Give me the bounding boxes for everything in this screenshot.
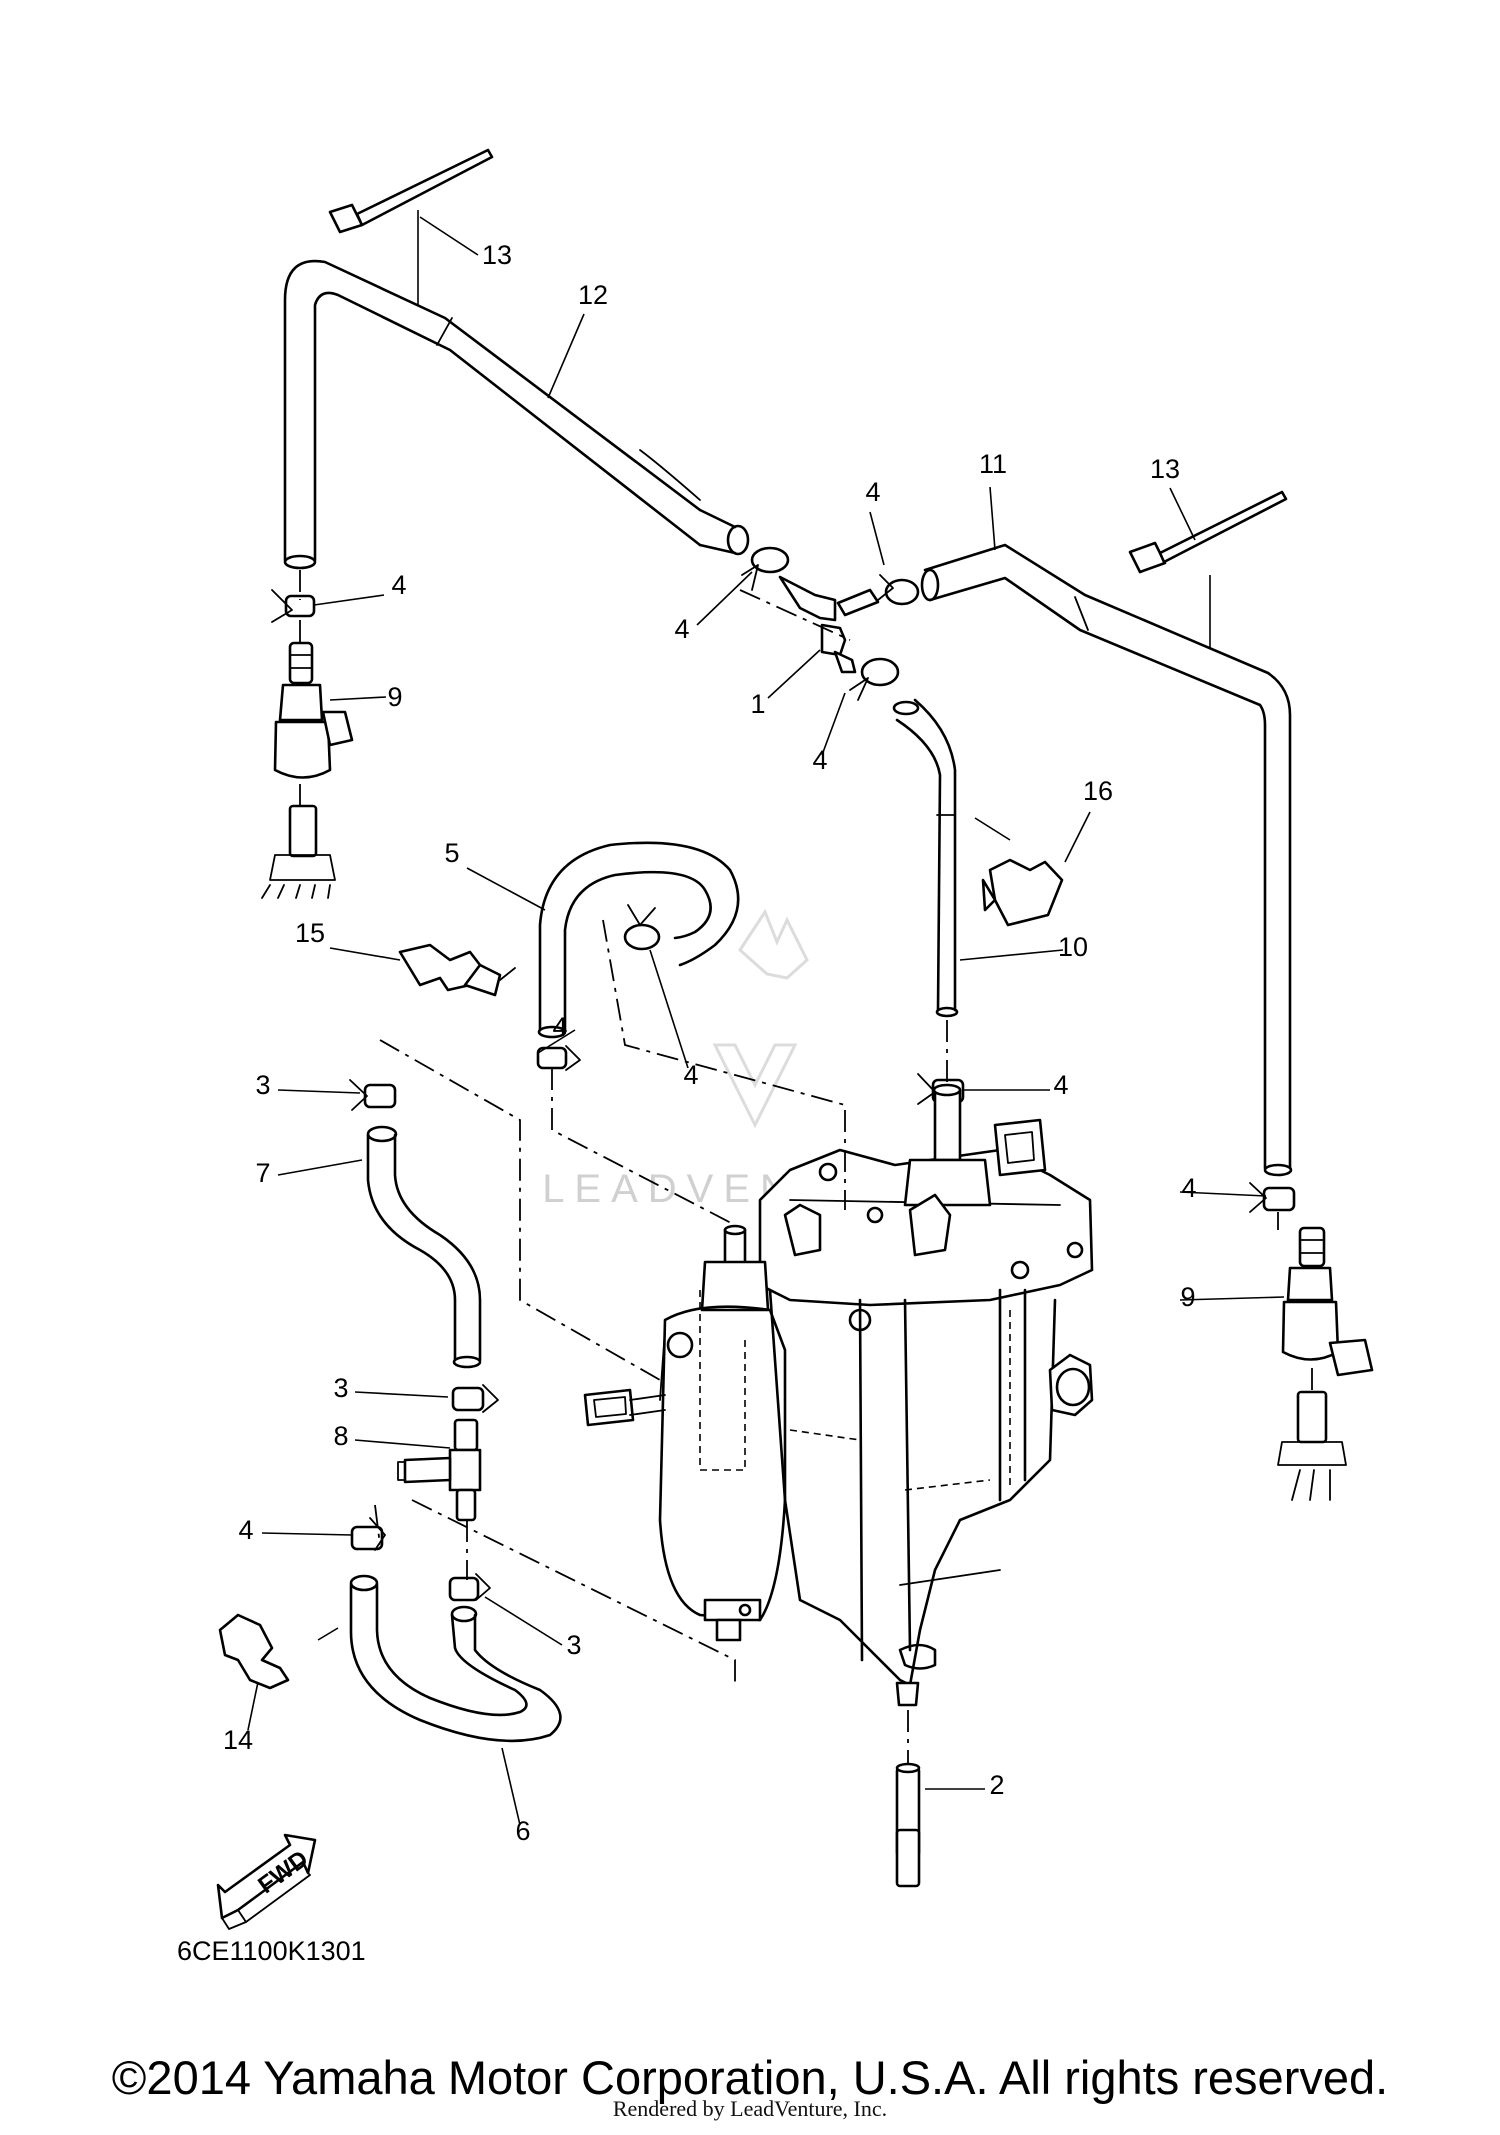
part-label-4: 4 xyxy=(812,745,827,775)
part-label-3: 3 xyxy=(333,1373,348,1403)
part-label-8: 8 xyxy=(333,1421,348,1451)
part-label-4: 4 xyxy=(238,1515,253,1545)
part-label-5: 5 xyxy=(444,838,459,868)
fuel-filter-cylinder xyxy=(583,1224,787,1642)
part-label-7: 7 xyxy=(255,1158,270,1188)
part-label-3: 3 xyxy=(566,1630,581,1660)
joint-1 xyxy=(778,575,880,674)
part-label-12: 12 xyxy=(578,280,608,310)
clamp-3-lower xyxy=(448,1573,491,1602)
hose-6 xyxy=(349,1574,562,1743)
fitting-9-right xyxy=(1277,1226,1374,1501)
part-label-1: 1 xyxy=(750,689,765,719)
part-label-4: 4 xyxy=(1181,1173,1196,1203)
clamp-4-joint-top xyxy=(877,574,920,606)
part-label-4: 4 xyxy=(865,477,880,507)
part-label-4: 4 xyxy=(1053,1070,1068,1100)
part-label-3: 3 xyxy=(255,1070,270,1100)
hose-10 xyxy=(892,698,959,1018)
part-label-2: 2 xyxy=(989,1770,1004,1800)
clamp-3-middle xyxy=(451,1384,499,1413)
rendered-by-notice: Rendered by LeadVenture, Inc. xyxy=(612,2096,888,2121)
clamp-3-top xyxy=(349,1079,397,1111)
vapor-separator-assembly xyxy=(758,1083,1094,1707)
clip-15 xyxy=(398,943,516,997)
part-label-9: 9 xyxy=(387,682,402,712)
hose-7 xyxy=(366,1125,482,1369)
part-label-13: 13 xyxy=(482,240,512,270)
fitting-9-left xyxy=(261,641,354,899)
part-label-4: 4 xyxy=(683,1060,698,1090)
clamps xyxy=(271,546,1296,1602)
copyright-notice: ©2014 Yamaha Motor Corporation, U.S.A. A… xyxy=(111,2051,1389,2104)
part-label-16: 16 xyxy=(1083,776,1113,806)
part-label-14: 14 xyxy=(223,1725,253,1755)
clamp-4-upper-left xyxy=(271,589,316,623)
clip-14 xyxy=(218,1613,290,1690)
clamp-4-right xyxy=(1249,1182,1296,1213)
hose-5 xyxy=(537,841,740,1039)
clamp-4-hose5 xyxy=(623,904,661,951)
part-label-4: 4 xyxy=(391,570,406,600)
clamp-4-lower-left xyxy=(350,1517,386,1551)
pipe-2 xyxy=(895,1762,921,1888)
hidden-lines xyxy=(699,1290,1011,1491)
clip-16 xyxy=(981,858,1064,927)
part-label-9: 9 xyxy=(1180,1282,1195,1312)
leader-lines xyxy=(247,210,1285,1826)
drawing-code: 6CE1100K1301 xyxy=(177,1936,366,1966)
fwd-arrow: FWD xyxy=(216,1833,317,1930)
part-label-13: 13 xyxy=(1150,454,1180,484)
part-label-4: 4 xyxy=(552,1012,567,1042)
hose-12 xyxy=(283,259,750,570)
centerlines xyxy=(299,570,1313,1765)
cable-tie-13-right xyxy=(1128,490,1288,574)
part-label-10: 10 xyxy=(1058,932,1088,962)
joint-8 xyxy=(397,1418,482,1522)
cable-tie-13-left xyxy=(328,148,494,234)
part-label-4: 4 xyxy=(674,614,689,644)
clamp-4-joint-bottom xyxy=(849,657,900,701)
part-label-6: 6 xyxy=(515,1816,530,1846)
part-label-15: 15 xyxy=(295,918,325,948)
hose-11 xyxy=(920,543,1293,1177)
clamp-4-joint-left xyxy=(741,546,790,591)
part-label-11: 11 xyxy=(979,449,1007,479)
